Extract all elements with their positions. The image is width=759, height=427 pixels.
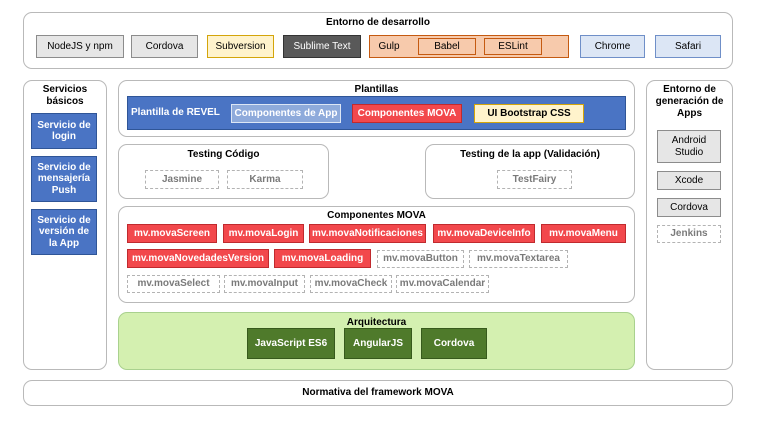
testing-app-panel: Testing de la app (Validación) [425, 144, 635, 199]
entorno-generacion-title: Entorno de generación de Apps [655, 84, 724, 119]
componentes-mova-title: Componentes MOVA [327, 210, 426, 221]
servicio-login-box: Servicio de login [31, 113, 97, 149]
plantillas-title: Plantillas [354, 84, 399, 95]
mova-component: mv.movaNovedadesVersion [127, 249, 269, 268]
mova-component: mv.movaScreen [127, 224, 217, 243]
testing-codigo-title: Testing Código [187, 149, 260, 160]
testfairy-box: TestFairy [497, 170, 572, 189]
servicio-push-box: Servicio de mensajería Push [31, 156, 97, 202]
eslint-box: ESLint [484, 38, 542, 55]
subversion-box: Subversion [207, 35, 274, 58]
cordova-arq-box: Cordova [421, 328, 487, 359]
babel-box: Babel [418, 38, 476, 55]
ui-bootstrap-box: UI Bootstrap CSS [474, 104, 584, 123]
mova-component: mv.movaMenu [541, 224, 626, 243]
mova-component: mv.movaLoading [274, 249, 371, 268]
mova-component: mv.movaDeviceInfo [433, 224, 535, 243]
entorno-desarrollo-title: Entorno de desarrollo [326, 17, 430, 28]
mova-component: mv.movaCalendar [396, 275, 489, 293]
gulp-label: Gulp [378, 40, 400, 52]
componentes-mova-plantilla-box: Componentes MOVA [352, 104, 462, 123]
mova-component: mv.movaButton [377, 250, 464, 268]
componentes-app-box: Componentes de App [231, 104, 341, 123]
karma-box: Karma [227, 170, 303, 189]
javascript-es6-box: JavaScript ES6 [247, 328, 335, 359]
servicio-version-box: Servicio de versión de la App [31, 209, 97, 255]
arquitectura-title: Arquitectura [346, 317, 407, 328]
android-studio-box: Android Studio [657, 130, 721, 163]
servicios-basicos-title: Servicios básicos [42, 84, 88, 107]
jenkins-box: Jenkins [657, 225, 721, 243]
mova-component: mv.movaSelect [127, 275, 220, 293]
normativa-panel: Normativa del framework MOVA [23, 380, 733, 406]
mova-component: mv.movaNotificaciones [309, 224, 426, 243]
mova-component: mv.movaTextarea [469, 250, 568, 268]
nodejs-box: NodeJS y npm [36, 35, 124, 58]
angularjs-box: AngularJS [344, 328, 412, 359]
mova-component: mv.movaLogin [223, 224, 304, 243]
sublime-text-box: Sublime Text [283, 35, 361, 58]
mova-component: mv.movaInput [224, 275, 305, 293]
normativa-title: Normativa del framework MOVA [302, 387, 454, 398]
cordova-dev-box: Cordova [131, 35, 198, 58]
testing-app-title: Testing de la app (Validación) [460, 149, 600, 160]
cordova-gen-box: Cordova [657, 198, 721, 217]
chrome-box: Chrome [580, 35, 645, 58]
mova-component: mv.movaCheck [310, 275, 392, 293]
xcode-box: Xcode [657, 171, 721, 190]
safari-box: Safari [655, 35, 721, 58]
plantilla-revel-label: Plantilla de REVEL [131, 107, 220, 119]
jasmine-box: Jasmine [145, 170, 219, 189]
